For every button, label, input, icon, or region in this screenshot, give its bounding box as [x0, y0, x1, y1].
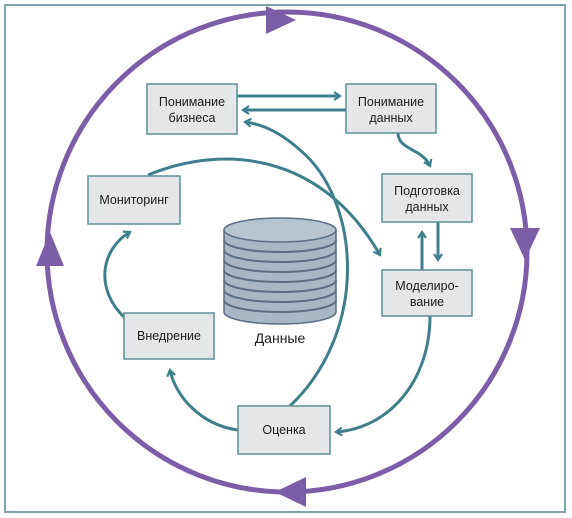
- outer-cycle-arrow-right: [510, 228, 540, 260]
- box-data-understanding-line2: данных: [369, 111, 413, 125]
- outer-cycle-arrow-bottom: [275, 477, 306, 507]
- arrow-evaluation-to-business: [243, 117, 349, 408]
- arrow-deployment-to-monitoring: [103, 230, 132, 320]
- database-label: Данные: [255, 330, 306, 346]
- box-monitoring: Мониторинг: [87, 175, 181, 225]
- arrow-monitoring-to-modeling: [147, 157, 382, 257]
- box-data-understanding-line1: Понимание: [358, 95, 424, 109]
- box-business-understanding-line2: бизнеса: [169, 111, 216, 125]
- box-business-understanding-line1: Понимание: [159, 95, 225, 109]
- box-data-preparation-line2: данных: [405, 200, 449, 214]
- box-evaluation: Оценка: [237, 405, 331, 455]
- box-data-preparation-line1: Подготовка: [394, 184, 460, 198]
- box-modeling: Моделиро- вание: [381, 269, 473, 317]
- database-icon: [223, 217, 337, 325]
- box-modeling-line1: Моделиро-: [395, 279, 458, 293]
- arrow-modeling-to-evaluation: [334, 315, 432, 437]
- outer-cycle-arrow-left: [36, 232, 64, 266]
- box-deployment: Внедрение: [123, 312, 215, 360]
- box-business-understanding: Понимание бизнеса: [146, 83, 238, 135]
- arrow-data-to-preparation: [396, 132, 433, 168]
- outer-cycle-arrow-top: [266, 6, 296, 34]
- box-deployment-label: Внедрение: [137, 329, 201, 343]
- box-data-preparation: Подготовка данных: [381, 173, 473, 223]
- box-monitoring-label: Мониторинг: [99, 193, 169, 207]
- box-evaluation-label: Оценка: [262, 423, 305, 437]
- arrow-evaluation-to-deployment: [166, 368, 239, 432]
- box-modeling-line2: вание: [410, 295, 444, 309]
- box-data-understanding: Понимание данных: [345, 83, 437, 134]
